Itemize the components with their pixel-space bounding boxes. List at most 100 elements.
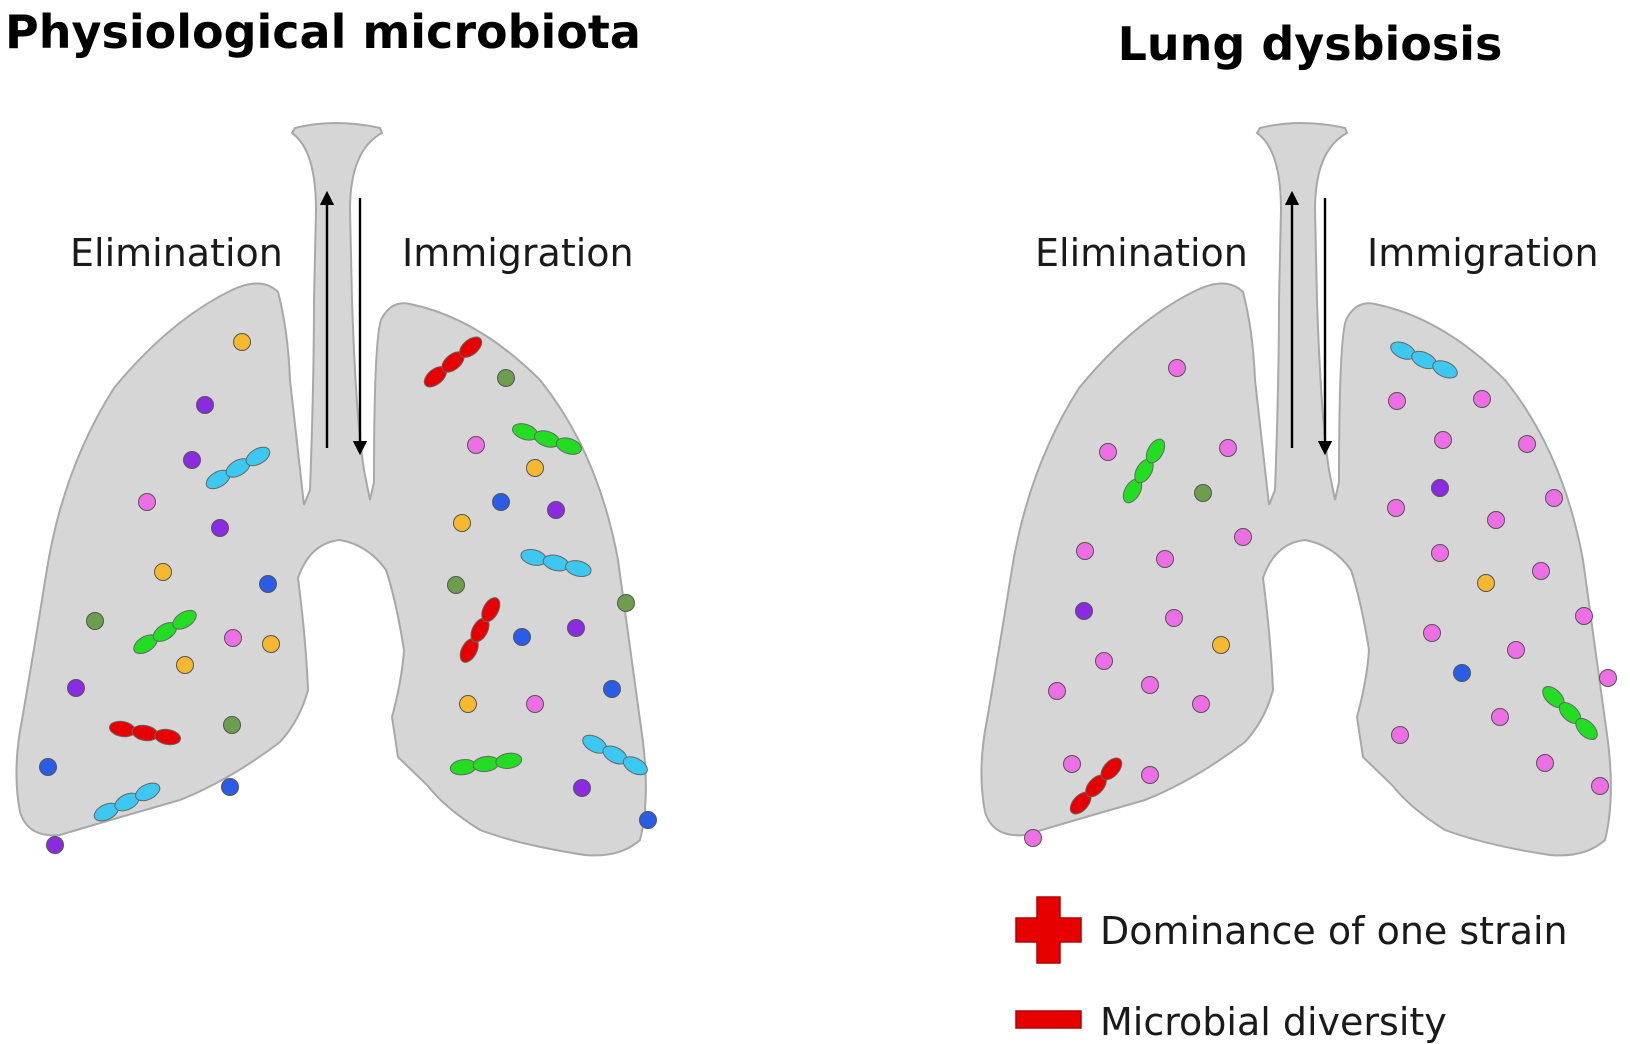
coccus bbox=[1212, 636, 1230, 654]
coccus bbox=[1487, 511, 1505, 529]
legend-item-dominance: Dominance of one strain bbox=[1015, 896, 1568, 964]
bacteria-chain bbox=[582, 734, 648, 776]
coccus bbox=[1477, 574, 1495, 592]
coccus bbox=[1391, 726, 1409, 744]
coccus bbox=[1491, 708, 1509, 726]
coccus bbox=[176, 656, 194, 674]
coccus bbox=[1165, 609, 1183, 627]
coccus bbox=[1545, 489, 1563, 507]
elimination-label: Elimination bbox=[70, 231, 283, 275]
coccus bbox=[1141, 676, 1159, 694]
coccus bbox=[467, 436, 485, 454]
coccus bbox=[1423, 624, 1441, 642]
bacteria-chain bbox=[205, 446, 271, 490]
coccus bbox=[39, 758, 57, 776]
coccus bbox=[1048, 682, 1066, 700]
microbe-layer bbox=[1024, 341, 1617, 847]
panel-title: Physiological microbiota bbox=[5, 5, 641, 59]
coccus bbox=[447, 576, 465, 594]
coccus bbox=[1599, 669, 1617, 687]
coccus bbox=[639, 811, 657, 829]
coccus bbox=[567, 619, 585, 637]
bacteria-chain bbox=[1122, 438, 1166, 504]
bacteria-chain bbox=[449, 752, 523, 776]
plus-icon bbox=[1015, 896, 1082, 964]
bacteria-chain bbox=[1542, 686, 1598, 740]
bacteria-chain bbox=[108, 720, 182, 746]
panel-title: Lung dysbiosis bbox=[1118, 17, 1503, 71]
bacteria-chain bbox=[512, 423, 582, 455]
coccus bbox=[513, 628, 531, 646]
legend: Dominance of one strain Microbial divers… bbox=[1015, 896, 1568, 1044]
coccus bbox=[547, 501, 565, 519]
elimination-label: Elimination bbox=[1035, 231, 1248, 275]
coccus bbox=[497, 369, 515, 387]
coccus bbox=[1076, 542, 1094, 560]
coccus bbox=[1536, 754, 1554, 772]
coccus bbox=[196, 396, 214, 414]
coccus bbox=[492, 493, 510, 511]
bacteria-chain bbox=[93, 782, 161, 822]
coccus bbox=[1532, 562, 1550, 580]
coccus bbox=[526, 459, 544, 477]
coccus bbox=[1518, 435, 1536, 453]
coccus bbox=[1431, 544, 1449, 562]
minus-icon bbox=[1015, 1010, 1082, 1029]
coccus bbox=[1192, 695, 1210, 713]
coccus bbox=[1434, 431, 1452, 449]
coccus bbox=[1473, 390, 1491, 408]
coccus bbox=[86, 612, 104, 630]
coccus bbox=[459, 695, 477, 713]
coccus bbox=[1575, 607, 1593, 625]
bacteria-chain bbox=[1390, 341, 1458, 379]
coccus bbox=[223, 716, 241, 734]
coccus bbox=[154, 563, 172, 581]
coccus bbox=[1095, 652, 1113, 670]
coccus bbox=[138, 493, 156, 511]
coccus bbox=[1219, 439, 1237, 457]
coccus bbox=[1194, 484, 1212, 502]
coccus bbox=[573, 779, 591, 797]
coccus bbox=[1024, 829, 1042, 847]
coccus bbox=[46, 836, 64, 854]
coccus bbox=[233, 333, 251, 351]
coccus bbox=[1507, 641, 1525, 659]
bacteria-chain bbox=[459, 597, 501, 663]
coccus bbox=[1387, 499, 1405, 517]
coccus bbox=[1075, 602, 1093, 620]
microbe-layer bbox=[39, 333, 657, 854]
coccus bbox=[224, 629, 242, 647]
coccus bbox=[262, 635, 280, 653]
bacteria-chain bbox=[520, 549, 592, 577]
immigration-label: Immigration bbox=[402, 231, 634, 275]
coccus bbox=[1156, 550, 1174, 568]
legend-label: Dominance of one strain bbox=[1100, 909, 1568, 953]
coccus bbox=[221, 778, 239, 796]
bacteria-chain bbox=[1069, 757, 1123, 815]
coccus bbox=[1063, 755, 1081, 773]
coccus bbox=[1234, 528, 1252, 546]
coccus bbox=[1591, 777, 1609, 795]
coccus bbox=[603, 680, 621, 698]
coccus bbox=[1141, 766, 1159, 784]
coccus bbox=[67, 679, 85, 697]
coccus bbox=[1453, 664, 1471, 682]
panel-dysbiosis: Lung dysbiosis Elimination Immigration bbox=[980, 17, 1617, 857]
coccus bbox=[453, 514, 471, 532]
panel-physiological: Physiological microbiota Elimination Imm… bbox=[5, 5, 657, 857]
immigration-label: Immigration bbox=[1367, 231, 1599, 275]
coccus bbox=[1388, 392, 1406, 410]
coccus bbox=[617, 594, 635, 612]
bacteria-chain bbox=[423, 336, 483, 388]
bacteria-chain bbox=[133, 609, 197, 655]
legend-item-diversity: Microbial diversity bbox=[1015, 1000, 1447, 1044]
coccus bbox=[211, 519, 229, 537]
coccus bbox=[1431, 479, 1449, 497]
legend-label: Microbial diversity bbox=[1100, 1000, 1447, 1044]
coccus bbox=[1099, 443, 1117, 461]
coccus bbox=[183, 451, 201, 469]
coccus bbox=[526, 695, 544, 713]
coccus bbox=[1168, 359, 1186, 377]
coccus bbox=[259, 575, 277, 593]
